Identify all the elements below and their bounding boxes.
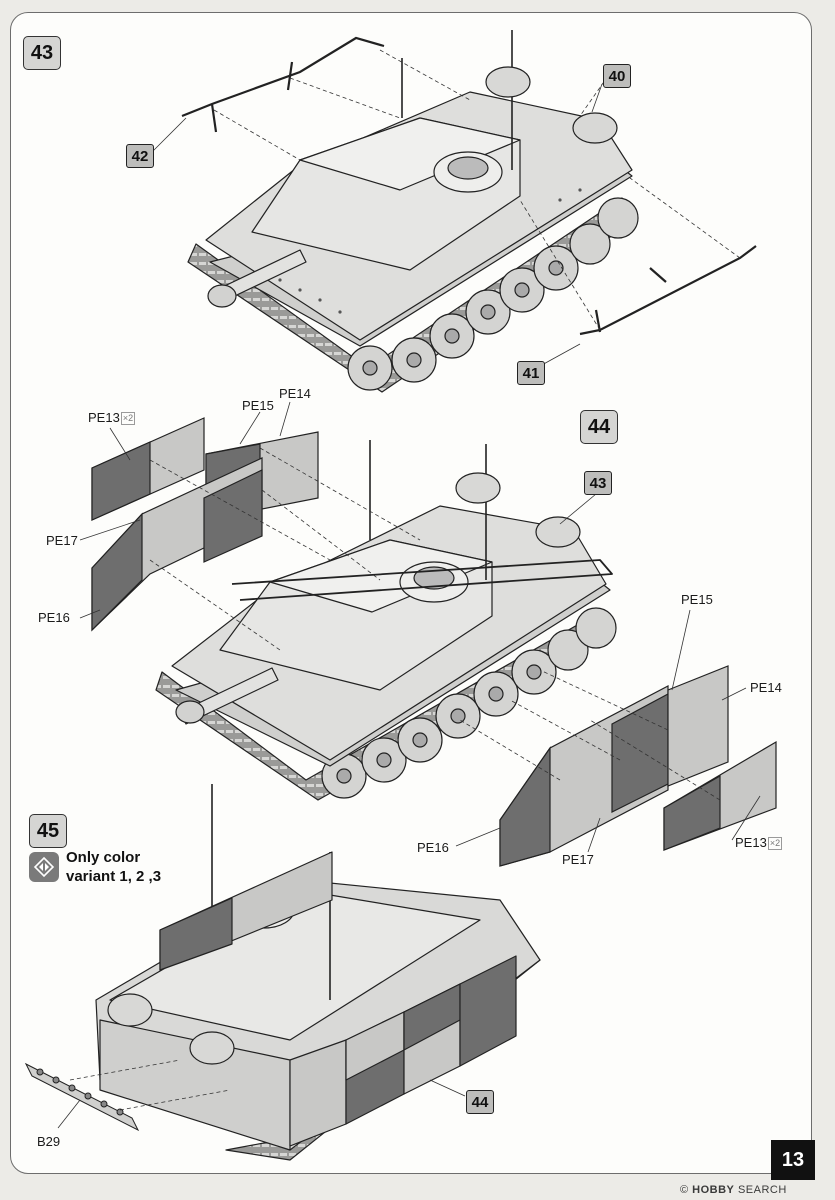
watermark-symbol: © xyxy=(680,1184,689,1196)
callout-40: 40 xyxy=(603,64,631,88)
watermark: © HOBBY SEARCH xyxy=(680,1184,787,1196)
watermark-brand: HOBBY xyxy=(692,1184,735,1196)
label-pe13-text: PE13 xyxy=(88,410,120,425)
step-number-43: 43 xyxy=(23,36,61,70)
label-pe15-left: PE15 xyxy=(242,398,274,413)
label-pe13-text: PE13 xyxy=(735,835,767,850)
label-pe15-right: PE15 xyxy=(681,592,713,607)
color-variant-note: Only color variant 1, 2 ,3 xyxy=(66,848,216,886)
label-pe13-left: PE13×2 xyxy=(88,410,136,425)
tank-step-45 xyxy=(95,784,541,1161)
skirt-panels-left xyxy=(91,417,319,632)
skirt-panels-right xyxy=(499,665,777,867)
callout-43: 43 xyxy=(584,471,612,495)
tank-step-43 xyxy=(187,30,639,393)
step-number-44: 44 xyxy=(580,410,618,444)
multiplier-badge: ×2 xyxy=(120,412,136,425)
label-pe13-right: PE13×2 xyxy=(735,835,783,850)
callout-42: 42 xyxy=(126,144,154,168)
spare-track-links-b29 xyxy=(24,1062,140,1132)
label-pe14-right: PE14 xyxy=(750,680,782,695)
multiplier-badge: ×2 xyxy=(767,837,783,850)
label-pe16-right: PE16 xyxy=(417,840,449,855)
color-variant-icon xyxy=(29,852,59,882)
step-number-45: 45 xyxy=(29,814,67,848)
label-b29: B29 xyxy=(37,1134,61,1149)
label-pe14-left: PE14 xyxy=(279,386,311,401)
callout-41: 41 xyxy=(517,361,545,385)
label-pe17-left: PE17 xyxy=(46,533,78,548)
color-variant-note-line2: variant 1, 2 ,3 xyxy=(66,868,162,885)
label-pe17-right: PE17 xyxy=(562,852,594,867)
tank-step-44 xyxy=(155,440,617,801)
schuerzen-rail-42 xyxy=(181,36,385,133)
watermark-brand2: SEARCH xyxy=(737,1184,787,1196)
page-number: 13 xyxy=(771,1140,815,1180)
color-variant-note-line1: Only color xyxy=(66,849,141,866)
callout-44: 44 xyxy=(466,1090,494,1114)
schuerzen-rail-41 xyxy=(579,245,757,336)
label-pe16-left: PE16 xyxy=(38,610,70,625)
